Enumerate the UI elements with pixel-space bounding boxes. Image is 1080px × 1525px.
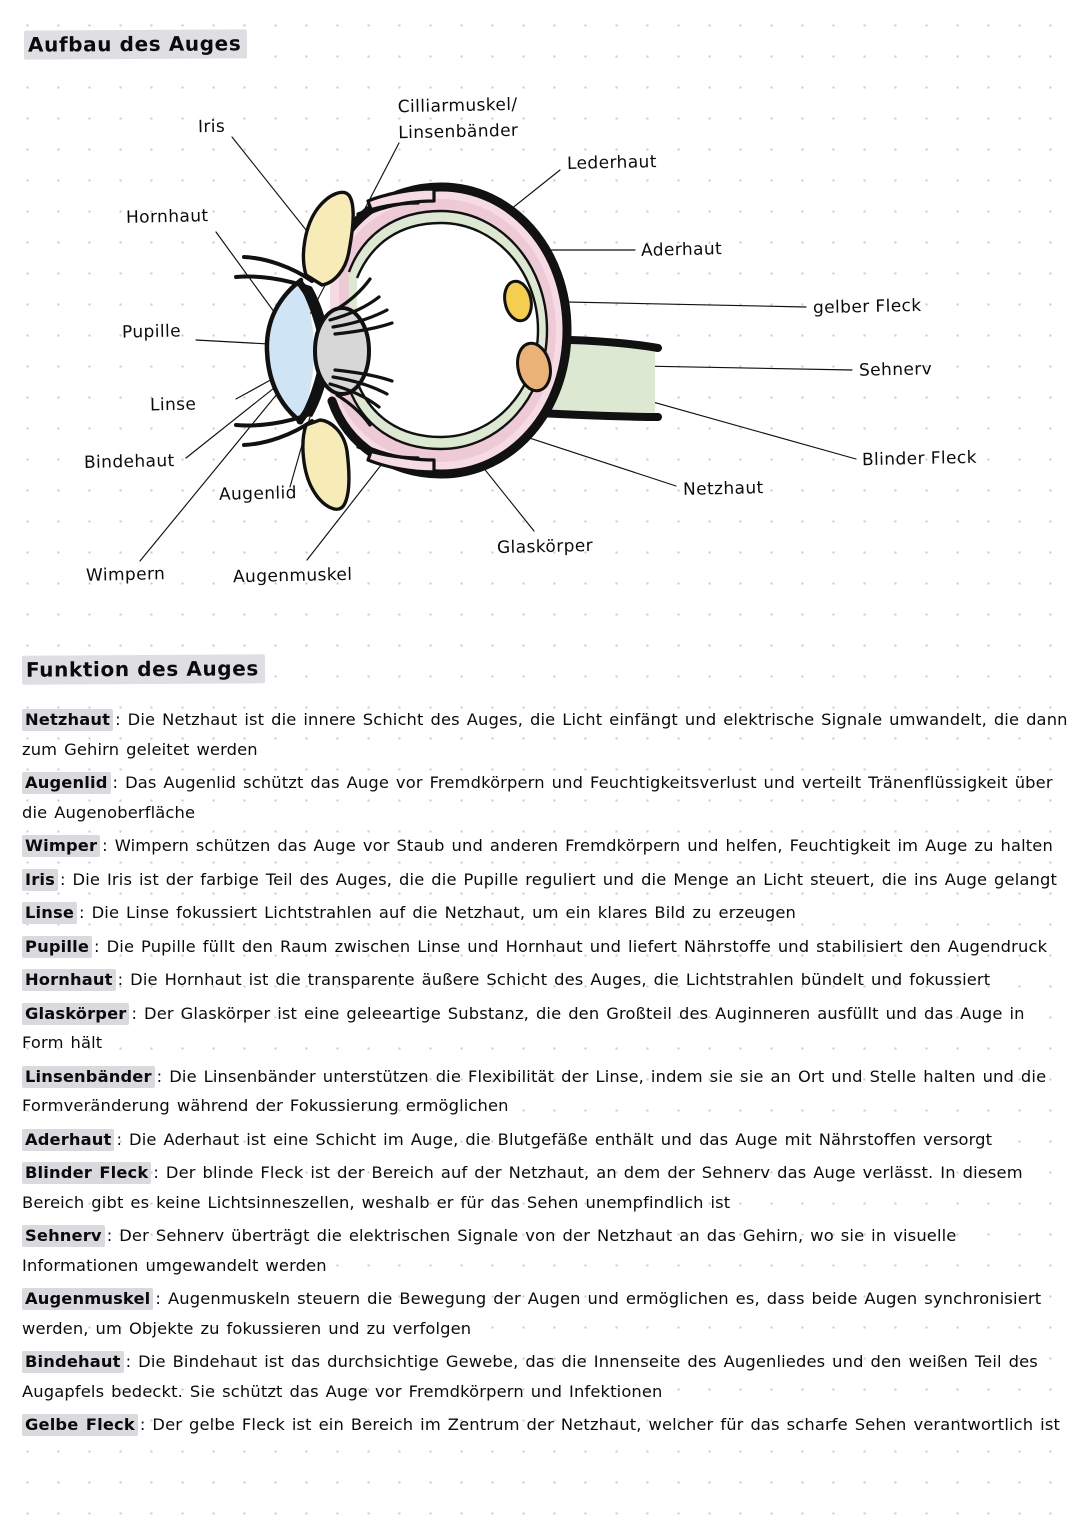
entry-term: Augenlid: [22, 772, 111, 794]
entry-separator: :: [117, 970, 131, 989]
eye-cross-section-svg: [139, 136, 857, 562]
diagram-label-linse: Linse: [149, 394, 197, 416]
function-entry: Iris: Die Iris ist der farbige Teil des …: [0, 865, 1080, 895]
function-entry: Glaskörper: Der Glaskörper ist eine gele…: [0, 999, 1080, 1058]
entry-separator: :: [59, 869, 73, 889]
entry-text: Die Hornhaut ist die transparente äußere…: [130, 970, 991, 989]
diagram-label-cilliarmuskel-line1: Cilliarmuskel/: [397, 94, 518, 118]
diagram-label-netzhaut: Netzhaut: [682, 478, 764, 500]
entry-separator: :: [115, 710, 128, 729]
entry-separator: :: [102, 836, 115, 855]
diagram-label-augenlid: Augenlid: [218, 483, 298, 505]
entry-term: Glaskörper: [22, 1002, 130, 1025]
eyeball-shape: [234, 182, 662, 511]
entry-term: Pupille: [22, 935, 93, 958]
diagram-label-wimpern: Wimpern: [85, 564, 166, 586]
entry-separator: :: [106, 1226, 120, 1245]
function-entry: Gelbe Fleck: Der gelbe Fleck ist ein Ber…: [0, 1410, 1080, 1440]
entry-separator: :: [139, 1415, 153, 1434]
entry-separator: :: [155, 1289, 168, 1308]
diagram-label-pupille: Pupille: [121, 321, 182, 343]
entry-text: Der blinde Fleck ist der Bereich auf der…: [22, 1163, 1023, 1212]
eye-anatomy-diagram: Iris Cilliarmuskel/ Linsenbänder Lederha…: [0, 75, 1080, 620]
function-entry: Hornhaut: Die Hornhaut ist die transpare…: [0, 965, 1080, 995]
function-entry: Augenmuskel: Augenmuskeln steuern die Be…: [0, 1284, 1080, 1343]
function-entry: Pupille: Die Pupille füllt den Raum zwis…: [0, 932, 1080, 962]
diagram-label-iris: Iris: [197, 116, 226, 138]
entry-text: Die Iris ist der farbige Teil des Auges,…: [72, 869, 1057, 889]
entry-term: Sehnerv: [22, 1225, 105, 1247]
entry-separator: :: [156, 1066, 170, 1086]
function-entries-list: Netzhaut: Die Netzhaut ist die innere Sc…: [0, 705, 1080, 1444]
entry-term: Aderhaut: [22, 1128, 115, 1151]
entry-separator: :: [79, 903, 92, 922]
entry-separator: :: [94, 936, 107, 956]
section-heading-aufbau: Aufbau des Auges: [23, 29, 248, 60]
entry-separator: :: [153, 1163, 166, 1182]
diagram-label-cilliarmuskel-line2: Linsenbänder: [398, 121, 519, 144]
function-entry: Sehnerv: Der Sehnerv überträgt die elekt…: [0, 1221, 1080, 1280]
function-entry: Linsenbänder: Die Linsenbänder unterstüt…: [0, 1062, 1080, 1121]
entry-text: Die Netzhaut ist die innere Schicht des …: [22, 710, 1068, 759]
entry-text: Die Pupille füllt den Raum zwischen Lins…: [106, 936, 1048, 956]
entry-term: Linsenbänder: [22, 1065, 155, 1088]
entry-separator: :: [116, 1129, 130, 1149]
entry-term: Blinder Fleck: [22, 1162, 152, 1184]
entry-text: Der Sehnerv überträgt die elektrischen S…: [22, 1226, 957, 1275]
function-entry: Bindehaut: Die Bindehaut ist das durchsi…: [0, 1347, 1080, 1406]
diagram-label-glaskoerper: Glaskörper: [496, 535, 594, 559]
function-entry: Augenlid: Das Augenlid schützt das Auge …: [0, 768, 1080, 827]
diagram-label-cilliarmuskel: Cilliarmuskel/ Linsenbänder: [397, 92, 519, 147]
function-entry: Linse: Die Linse fokussiert Lichtstrahle…: [0, 898, 1080, 928]
entry-text: Der Glaskörper ist eine geleeartige Subs…: [22, 1003, 1025, 1053]
diagram-label-aderhaut: Aderhaut: [640, 239, 723, 261]
function-entry: Blinder Fleck: Der blinde Fleck ist der …: [0, 1158, 1080, 1217]
entry-text: Die Linse fokussiert Lichtstrahlen auf d…: [91, 903, 797, 922]
entry-term: Gelbe Fleck: [22, 1414, 138, 1436]
entry-text: Der gelbe Fleck ist ein Bereich im Zentr…: [152, 1415, 1061, 1434]
function-entry: Aderhaut: Die Aderhaut ist eine Schicht …: [0, 1125, 1080, 1155]
diagram-label-blinder-fleck: Blinder Fleck: [861, 447, 978, 471]
entry-term: Augenmuskel: [22, 1288, 154, 1310]
entry-text: Wimpern schützen das Auge vor Staub und …: [114, 836, 1053, 855]
entry-term: Wimper: [22, 835, 101, 857]
entry-text: Das Augenlid schützt das Auge vor Fremdk…: [22, 773, 1053, 822]
entry-text: Die Linsenbänder unterstützen die Flexib…: [22, 1066, 1047, 1116]
entry-term: Bindehaut: [22, 1351, 124, 1373]
entry-text: Die Bindehaut ist das durchsichtige Gewe…: [22, 1352, 1038, 1401]
diagram-label-hornhaut: Hornhaut: [125, 206, 209, 228]
entry-text: Augenmuskeln steuern die Bewegung der Au…: [22, 1289, 1042, 1338]
section-heading-funktion: Funktion des Auges: [21, 654, 265, 685]
entry-term: Linse: [22, 902, 78, 924]
function-entry: Netzhaut: Die Netzhaut ist die innere Sc…: [0, 705, 1080, 764]
diagram-label-augenmuskel: Augenmuskel: [232, 564, 353, 588]
function-entry: Wimper: Wimpern schützen das Auge vor St…: [0, 831, 1080, 861]
entry-separator: :: [131, 1003, 145, 1023]
diagram-label-lederhaut: Lederhaut: [566, 152, 658, 174]
entry-term: Hornhaut: [22, 969, 116, 991]
diagram-label-sehnerv: Sehnerv: [858, 359, 933, 381]
diagram-label-bindehaut: Bindehaut: [83, 451, 175, 473]
entry-term: Netzhaut: [22, 709, 114, 731]
entry-text: Die Aderhaut ist eine Schicht im Auge, d…: [129, 1129, 993, 1149]
entry-separator: :: [112, 773, 126, 792]
entry-separator: :: [125, 1352, 139, 1371]
entry-term: Iris: [22, 868, 58, 891]
diagram-label-gelber-fleck: gelber Fleck: [812, 295, 922, 319]
